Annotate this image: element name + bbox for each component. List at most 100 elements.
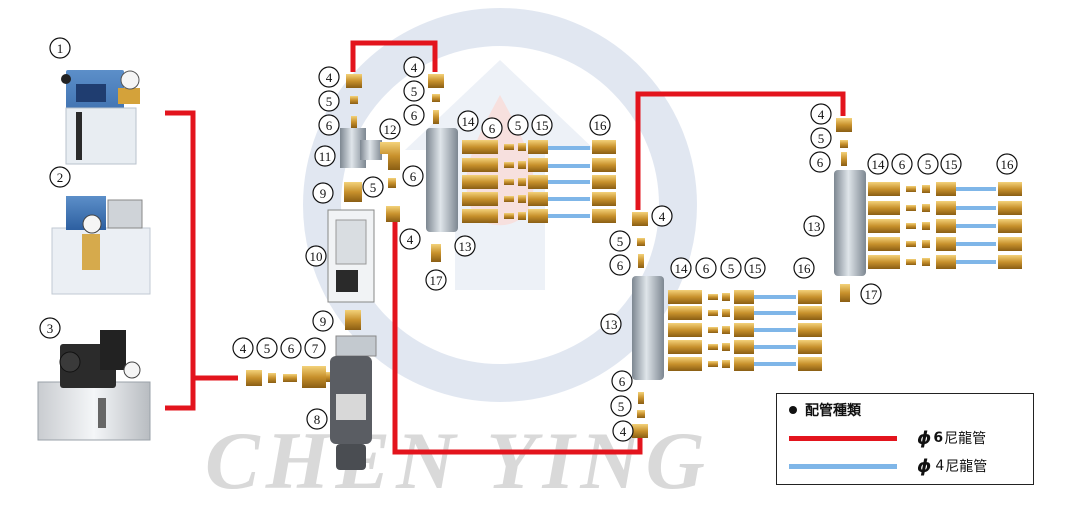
callout-number: 4 [240,341,247,356]
fitting-9-lower [345,310,361,330]
callout-c16c: 16 [996,153,1018,175]
callout-circle [809,151,831,173]
callout-number: 2 [57,170,64,185]
callout-number: 5 [618,399,625,414]
callout-c6g: 6 [695,257,717,279]
callout-number: 16 [798,261,812,276]
legend-row-blue: ϕ 4 尼龍管 [777,454,1033,478]
callout-number: 3 [47,321,54,336]
callout-number: 1 [57,41,64,56]
lubrication-pump-2 [51,196,151,295]
callout-circle [793,257,815,279]
callout-circle [481,117,503,139]
callout-c13a: 13 [454,235,476,257]
callout-c10: 10 [305,245,327,267]
callout-number: 5 [925,157,932,172]
callout-circle [609,254,631,276]
pipe-bottom-run [392,222,643,455]
callout-number: 8 [314,412,321,427]
callout-number: 11 [319,149,332,164]
callout-c11: 11 [314,145,336,167]
callout-circle [531,114,553,136]
legend-blue-label: 尼龍管 [945,459,988,475]
callout-number: 14 [462,114,476,129]
callout-circle [940,153,962,175]
callout-number: 4 [407,232,414,247]
callout-circle [695,257,717,279]
distributor-manifold-3 [834,170,1022,276]
distributor-manifold-1 [426,128,616,232]
legend-red-line [789,435,897,441]
callout-number: 12 [384,122,397,137]
red-pipes [165,40,846,455]
callout-c9a: 9 [312,182,334,204]
blue-pipes [548,146,996,366]
callout-circle [610,395,632,417]
callout-c3: 3 [39,317,61,339]
callout-c6i: 6 [809,151,831,173]
callout-c17a: 17 [425,269,447,291]
callout-number: 16 [1001,157,1015,172]
callout-circle [744,257,766,279]
callout-number: 15 [749,261,762,276]
callout-c9b: 9 [312,310,334,332]
callout-c15a: 15 [531,114,553,136]
callout-c17b: 17 [860,283,882,305]
callout-c15b: 15 [744,257,766,279]
callout-c5i: 5 [810,127,832,149]
callout-c2: 2 [49,166,71,188]
callout-number: 4 [411,60,418,75]
callout-circle [402,165,424,187]
callout-number: 6 [410,169,417,184]
callout-c6h: 6 [611,370,633,392]
callout-number: 10 [310,249,323,264]
callout-circle [318,66,340,88]
callout-circle [232,337,254,359]
callout-c4c: 4 [403,56,425,78]
callout-number: 5 [617,234,624,249]
legend-blue-symbol: ϕ [917,455,932,477]
callout-circle [457,110,479,132]
callout-c6f: 6 [609,254,631,276]
callout-c5d: 5 [362,176,384,198]
callout-number: 9 [320,186,327,201]
callout-number: 6 [411,108,418,123]
callout-number: 15 [945,157,958,172]
callout-circle [810,127,832,149]
callout-circle [454,235,476,257]
callout-circle [49,166,71,188]
callout-number: 4 [659,209,666,224]
callout-number: 7 [312,341,319,356]
lubrication-pump-1 [61,70,140,165]
callout-number: 5 [326,94,333,109]
callout-circle [507,114,529,136]
callout-number: 6 [899,157,906,172]
fitting-9-upper [344,182,362,202]
callout-number: 6 [817,155,824,170]
callout-c4d: 4 [399,228,421,250]
legend-header: 配管種類 [777,398,1033,422]
callout-number: 4 [326,70,333,85]
callout-c6c: 6 [403,104,425,126]
callout-c15c: 15 [940,153,962,175]
callout-circle [720,257,742,279]
callout-circle [860,283,882,305]
callout-number: 6 [703,261,710,276]
callout-number: 5 [370,180,377,195]
callout-c6j: 6 [891,153,913,175]
callout-number: 16 [594,118,608,133]
lubrication-pump-3 [37,330,151,441]
callout-circle [280,337,302,359]
distributor-manifold-2 [632,276,822,380]
callout-circle [314,145,336,167]
legend-blue-line [789,463,897,469]
callout-c6e: 6 [481,117,503,139]
callout-c12: 12 [379,118,401,140]
callout-c5h: 5 [610,395,632,417]
callout-circle [318,90,340,112]
callout-circle [256,337,278,359]
callout-number: 13 [808,219,821,234]
callout-number: 6 [619,374,626,389]
callout-circle [917,153,939,175]
